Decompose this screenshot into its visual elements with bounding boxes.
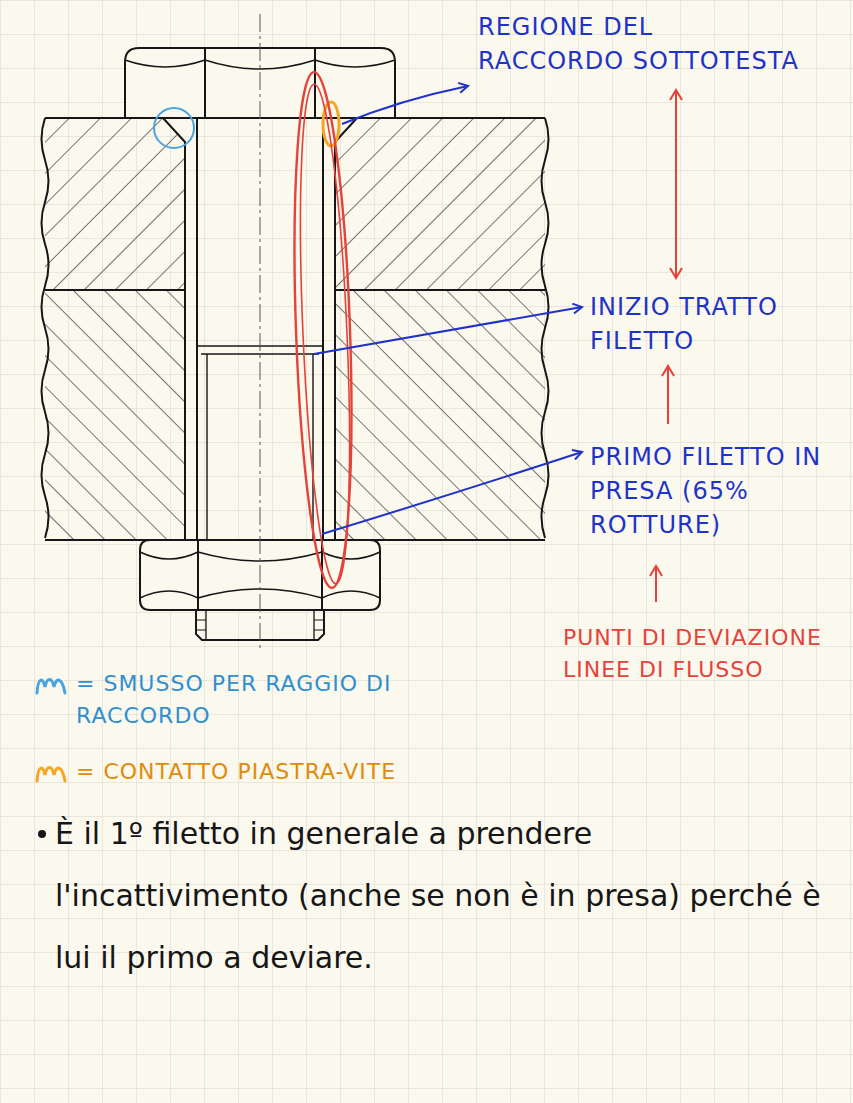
legend-text: = SMUSSO PER RAGGIO DI RACCORDO (76, 668, 504, 732)
legend-swatch (34, 672, 68, 696)
chamfer-highlight (154, 108, 194, 148)
drawing-part (42, 118, 49, 538)
handwritten-note: È il 1º filetto in generale a prendere l… (55, 803, 835, 989)
drawing-part (322, 452, 582, 534)
drawing-part (667, 366, 669, 424)
callout-label: PRIMO FILETTO IN PRESA (65% ROTTURE) (590, 440, 826, 542)
swatch-stroke (37, 768, 65, 782)
drawing-part (335, 118, 545, 290)
center-line (260, 14, 261, 652)
drawing-part (655, 566, 657, 602)
callout-label: INIZIO TRATTO FILETTO (590, 290, 830, 358)
drawing-part (542, 118, 549, 538)
leader-lines (314, 86, 582, 534)
flow-region-loop (292, 83, 358, 584)
legend-row: = CONTATTO PIASTRA-VITE (34, 756, 504, 788)
swatch-stroke (37, 680, 65, 694)
note-label: PUNTI DI DEVIAZIONE LINEE DI FLUSSO (563, 622, 843, 686)
drawing-part (335, 290, 545, 540)
drawing-part (45, 118, 185, 290)
drawing-part (675, 90, 677, 278)
drawing-part (45, 290, 185, 540)
drawing-part (45, 118, 185, 540)
flow-region-loop (287, 71, 359, 589)
bullet (38, 830, 46, 838)
drawing-part (314, 307, 582, 354)
drawing-part (342, 86, 468, 124)
legend-swatch (34, 760, 68, 784)
callout-label: REGIONE DEL RACCORDO SOTTOTESTA (478, 10, 805, 78)
legend-text: = CONTATTO PIASTRA-VITE (76, 756, 504, 788)
legend-row: = SMUSSO PER RAGGIO DI RACCORDO (34, 668, 504, 732)
drawing-part (335, 118, 545, 540)
